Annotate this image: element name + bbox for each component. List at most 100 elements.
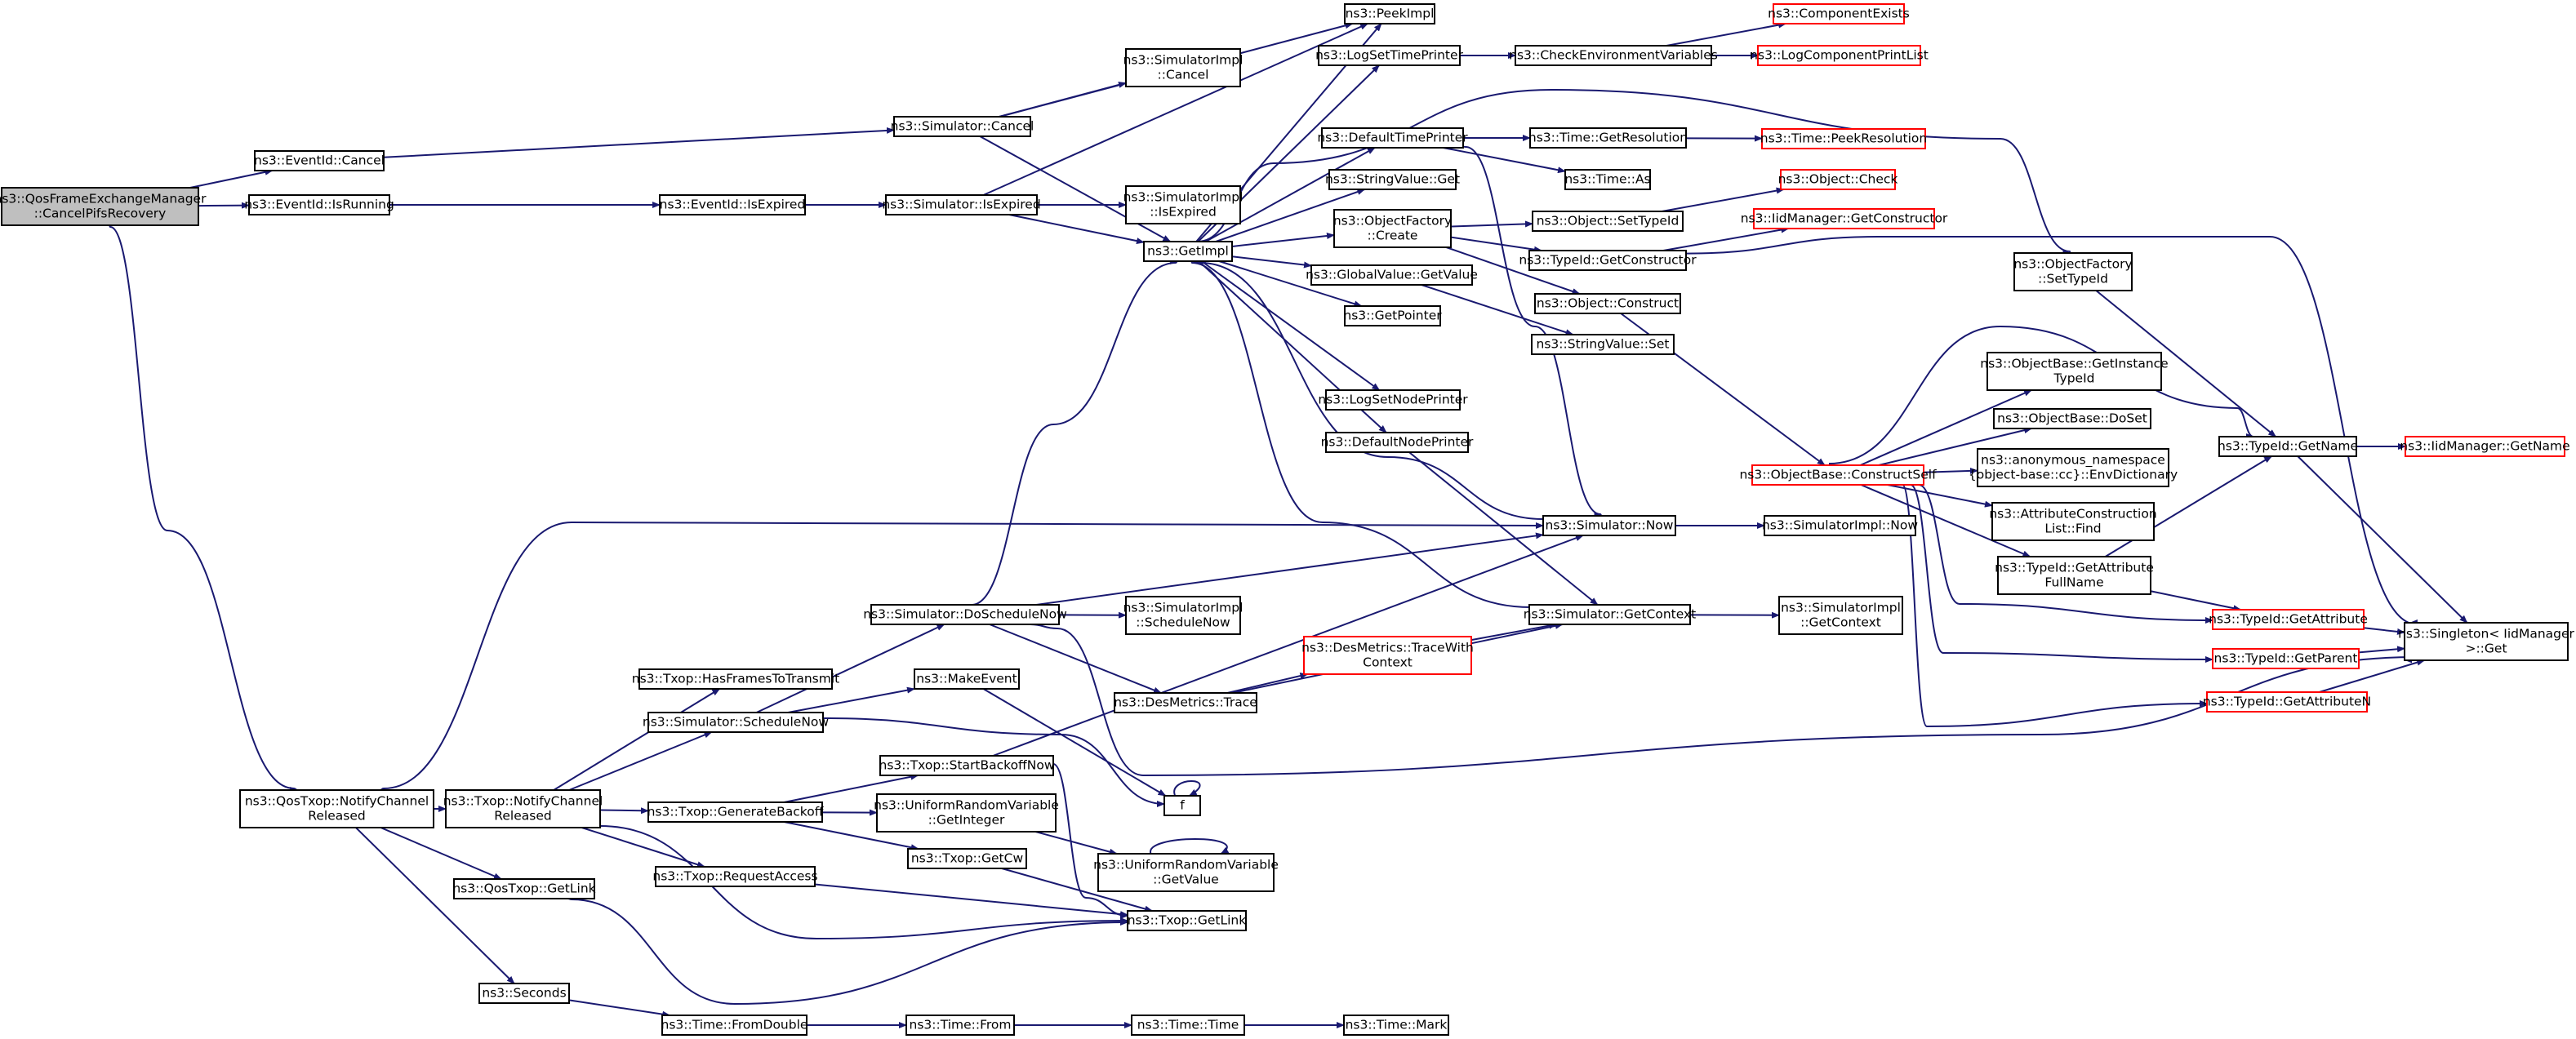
node-box[interactable] [239,789,434,828]
node-box[interactable] [1325,432,1469,453]
node-box[interactable] [1515,45,1712,66]
node-box[interactable] [1125,48,1241,87]
node-box[interactable] [2218,436,2357,457]
node-desmetrics-trace[interactable]: ns3::DesMetrics::Trace [1114,692,1257,713]
node-txop-hasframes[interactable]: ns3::Txop::HasFramesToTransmit [632,668,840,690]
node-box[interactable] [1532,211,1684,232]
node-time-getresolution[interactable]: ns3::Time::GetResolution [1528,127,1688,149]
node-box[interactable] [1528,250,1687,271]
node-box[interactable] [647,712,824,733]
node-object-construct[interactable]: ns3::Object::Construct [1534,293,1681,314]
node-sim-getcontext[interactable]: ns3::Simulator::GetContext [1524,604,1697,625]
node-box[interactable] [1997,556,2151,595]
node-time-as[interactable]: ns3::Time::As [1564,169,1651,190]
node-time-time[interactable]: ns3::Time::Time [1131,1015,1245,1036]
node-envdictionary[interactable]: ns3::anonymous_namespace{object-base::cc… [1969,448,2178,487]
node-box[interactable] [1143,241,1233,262]
node-box[interactable] [1987,352,2162,391]
node-typeid-getattributen[interactable]: ns3::TypeId::GetAttributeN [2203,691,2371,713]
node-box[interactable] [879,755,1054,776]
node-txop-generatebackoff[interactable]: ns3::Txop::GenerateBackoff [647,801,824,823]
node-txop-getlink[interactable]: ns3::Txop::GetLink [1127,910,1247,931]
node-box[interactable] [647,801,823,823]
node-box[interactable] [870,604,1060,625]
node-sim-doschedulenow[interactable]: ns3::Simulator::DoScheduleNow [863,604,1067,625]
node-objectfactory-create[interactable]: ns3::ObjectFactory::Create [1333,209,1452,248]
node-box[interactable] [1163,795,1201,816]
node-txop-getcw[interactable]: ns3::Txop::GetCw [907,848,1027,869]
node-urv-getinteger[interactable]: ns3::UniformRandomVariable::GetInteger [874,793,1059,833]
node-box[interactable] [1127,910,1247,931]
node-eventid-isrunning[interactable]: ns3::EventId::IsRunning [244,194,394,215]
node-box[interactable] [661,1015,808,1036]
node-box[interactable] [1534,293,1681,314]
node-box[interactable] [1991,502,2155,541]
node-peekimpl[interactable]: ns3::PeekImpl [1344,3,1435,24]
node-componentexists[interactable]: ns3::ComponentExists [1768,3,1910,24]
node-box[interactable] [1753,208,1935,229]
node-box[interactable] [445,789,601,828]
node-simimpl-cancel[interactable]: ns3::SimulatorImpl::Cancel [1123,48,1244,87]
node-typeid-getconstructor[interactable]: ns3::TypeId::GetConstructor [1519,250,1697,271]
node-box[interactable] [1328,169,1457,190]
node-box[interactable] [893,116,1031,137]
node-seconds[interactable]: ns3::Seconds [478,983,570,1004]
node-box[interactable] [2206,691,2368,713]
node-box[interactable] [907,848,1027,869]
node-stringvalue-set[interactable]: ns3::StringValue::Set [1531,334,1675,355]
node-box[interactable] [876,793,1057,833]
node-object-settypeid[interactable]: ns3::Object::SetTypeId [1532,211,1684,232]
node-time-mark[interactable]: ns3::Time::Mark [1343,1015,1449,1036]
node-globalvalue-getvalue[interactable]: ns3::GlobalValue::GetValue [1306,264,1478,286]
node-simimpl-isexpired[interactable]: ns3::SimulatorImpl::IsExpired [1123,185,1244,224]
node-defaultnodeprinter[interactable]: ns3::DefaultNodePrinter [1321,432,1474,453]
node-box[interactable] [885,194,1038,215]
node-box[interactable] [1529,127,1687,149]
node-simimpl-now[interactable]: ns3::SimulatorImpl::Now [1762,515,1918,536]
node-box[interactable] [659,194,806,215]
node-box[interactable] [905,1015,1015,1036]
node-time-fromdouble[interactable]: ns3::Time::FromDouble [661,1015,808,1036]
node-txop-requestaccess[interactable]: ns3::Txop::RequestAccess [652,866,818,887]
node-box[interactable] [1757,45,1921,66]
node-box[interactable] [1333,209,1452,248]
node-objectbase-doset[interactable]: ns3::ObjectBase::DoSet [1993,408,2151,429]
node-box[interactable] [453,878,595,899]
node-txop-startbackoffnow[interactable]: ns3::Txop::StartBackoffNow [879,755,1055,776]
node-sim-cancel[interactable]: ns3::Simulator::Cancel [891,116,1034,137]
node-box[interactable] [1528,604,1691,625]
node-sim-schedulenow[interactable]: ns3::Simulator::ScheduleNow [643,712,829,733]
node-box[interactable] [1778,596,1903,635]
node-box[interactable] [1764,515,1916,536]
node-box[interactable] [1993,408,2151,429]
node-singleton-get[interactable]: ns3::Singleton< IidManager>::Get [2398,622,2575,661]
node-box[interactable] [478,983,570,1004]
node-time-peekresolution[interactable]: ns3::Time::PeekResolution [1760,128,1927,149]
node-root[interactable]: ns3::QosFrameExchangeManager::CancelPifs… [0,187,207,226]
node-checkenv[interactable]: ns3::CheckEnvironmentVariables [1509,45,1718,66]
node-box[interactable] [638,668,833,690]
node-simimpl-schedulenow[interactable]: ns3::SimulatorImpl::ScheduleNow [1123,596,1244,635]
node-box[interactable] [1125,596,1241,635]
node-box[interactable] [1977,448,2169,487]
node-logcomponentprintlist[interactable]: ns3::LogComponentPrintList [1750,45,1929,66]
node-box[interactable] [1344,3,1435,24]
node-box[interactable] [1303,636,1472,675]
node-box[interactable] [1125,185,1241,224]
node-box[interactable] [2212,609,2365,630]
node-box[interactable] [1131,1015,1245,1036]
node-qostxop-getlink[interactable]: ns3::QosTxop::GetLink [452,878,596,899]
node-box[interactable] [655,866,816,887]
node-box[interactable] [1,187,199,226]
node-typeid-getattribute[interactable]: ns3::TypeId::GetAttribute [2209,609,2368,630]
node-eventid-cancel[interactable]: ns3::EventId::Cancel [254,150,385,171]
node-box[interactable] [1310,264,1473,286]
node-logsettimeprinter[interactable]: ns3::LogSetTimePrinter [1315,45,1464,66]
node-box[interactable] [1761,128,1926,149]
node-objectfactory-settypeid[interactable]: ns3::ObjectFactory::SetTypeId [2013,252,2133,291]
